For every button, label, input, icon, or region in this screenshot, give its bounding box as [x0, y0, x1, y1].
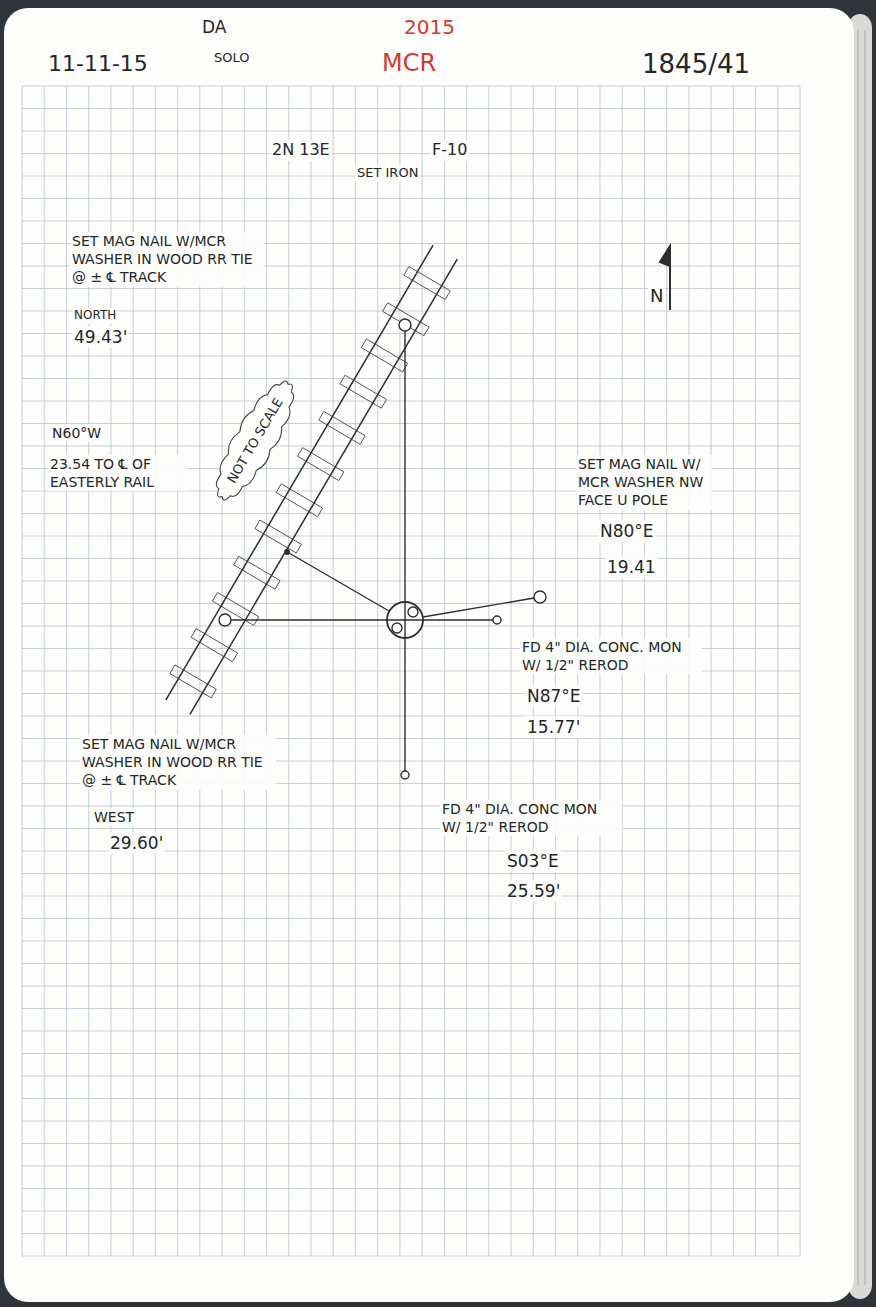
- monument-south: [401, 771, 409, 779]
- grid-line: [22, 716, 800, 717]
- field-note: 2N 13E: [270, 140, 332, 161]
- grid-line: [22, 1143, 800, 1144]
- grid-line: [22, 693, 800, 694]
- grid-line: [22, 153, 800, 154]
- field-note: SET IRON: [355, 165, 420, 182]
- grid-line: [22, 1121, 800, 1122]
- grid-line: [22, 378, 800, 379]
- monument-east: [493, 616, 501, 624]
- grid-line: [22, 536, 800, 537]
- field-note: SET MAG NAIL W/MCR WASHER IN WOOD RR TIE…: [70, 232, 264, 287]
- field-note: WEST: [92, 808, 136, 826]
- grid-line: [22, 1076, 800, 1077]
- field-note: N: [648, 284, 665, 307]
- grid-line: [22, 1031, 800, 1032]
- grid-line: [22, 198, 800, 199]
- grid-line: [22, 1053, 800, 1054]
- tie-line-rail: [289, 553, 389, 611]
- grid-line: [22, 423, 800, 424]
- north-arrow-head: [660, 246, 670, 266]
- rails: [166, 245, 457, 714]
- grid-line: [22, 986, 800, 987]
- grid-line: [22, 828, 800, 829]
- field-note: 49.43': [72, 326, 129, 348]
- iron-cross: [404, 602, 405, 638]
- grid-line: [22, 1211, 800, 1212]
- rail: [190, 259, 457, 714]
- grid-line: [22, 1098, 800, 1099]
- field-note: 25.59': [505, 880, 562, 902]
- grid-line: [22, 311, 800, 312]
- grid-line: [22, 108, 800, 109]
- tie-line-south: [404, 638, 405, 771]
- tie-line-pole: [423, 598, 534, 617]
- field-note: FD 4" DIA. CONC. MON W/ 1/2" REROD: [520, 638, 702, 674]
- grid-line: [22, 333, 800, 334]
- grid-line: [22, 1188, 800, 1189]
- page: [4, 8, 854, 1302]
- cloud-shape: [203, 372, 306, 508]
- grid-line: [22, 873, 800, 874]
- set-iron-symbol: [387, 602, 423, 638]
- grid-line: [22, 131, 800, 132]
- grid-line: [22, 1008, 800, 1009]
- nail-west: [219, 614, 231, 626]
- rail-ties: [170, 267, 450, 698]
- tie-line-north: [404, 331, 405, 602]
- field-note: 15.77': [525, 716, 582, 738]
- field-note: SET MAG NAIL W/ MCR WASHER NW FACE U POL…: [576, 455, 712, 510]
- field-note: 1845/41: [640, 48, 752, 82]
- rail: [166, 245, 433, 700]
- grid-line: [22, 941, 800, 942]
- grid-line: [22, 963, 800, 964]
- field-note: N87°E: [525, 685, 583, 707]
- nail-pole: [534, 591, 546, 603]
- iron-mark: [392, 623, 402, 633]
- field-note: SOLO: [212, 50, 252, 67]
- field-note: S03°E: [505, 850, 561, 872]
- page-edge-line: [865, 30, 866, 1285]
- grid-line: [22, 221, 800, 222]
- grid-line: [22, 1166, 800, 1167]
- field-note: 2015: [402, 14, 457, 40]
- nail-north: [399, 319, 411, 331]
- grid-line: [22, 806, 800, 807]
- grid-line: [22, 356, 800, 357]
- field-note: DA: [200, 16, 228, 38]
- grid-line: [22, 896, 800, 897]
- rail-point: [284, 549, 290, 555]
- grid-line: [22, 288, 800, 289]
- grid-line: [22, 446, 800, 447]
- grid-line: [22, 558, 800, 559]
- field-note: NORTH: [72, 308, 118, 324]
- grid: [22, 86, 800, 1256]
- field-note: 19.41: [605, 556, 658, 578]
- field-note: N60°W: [50, 424, 103, 442]
- grid-line: [22, 581, 800, 582]
- iron-mark: [408, 607, 418, 617]
- grid-line: [22, 401, 800, 402]
- points: [219, 319, 546, 779]
- page-edge-line: [858, 30, 859, 1285]
- field-note: N80°E: [598, 520, 656, 542]
- grid-line: [22, 513, 800, 514]
- tie-line-east: [423, 619, 493, 620]
- field-note: 11-11-15: [46, 50, 150, 79]
- tie-line-west: [231, 619, 387, 620]
- grid-line: [22, 86, 800, 87]
- field-note: SET MAG NAIL W/MCR WASHER IN WOOD RR TIE…: [80, 735, 276, 790]
- grid-line: [22, 1233, 800, 1234]
- grid-line: [22, 918, 800, 919]
- field-note: F-10: [430, 140, 469, 161]
- field-note: MCR: [380, 48, 438, 79]
- field-note: FD 4" DIA. CONC MON W/ 1/2" REROD: [440, 800, 622, 836]
- field-note: 29.60': [108, 832, 165, 854]
- field-note: 23.54 TO ℄ OF EASTERLY RAIL: [48, 455, 187, 491]
- grid-line: [22, 1256, 800, 1257]
